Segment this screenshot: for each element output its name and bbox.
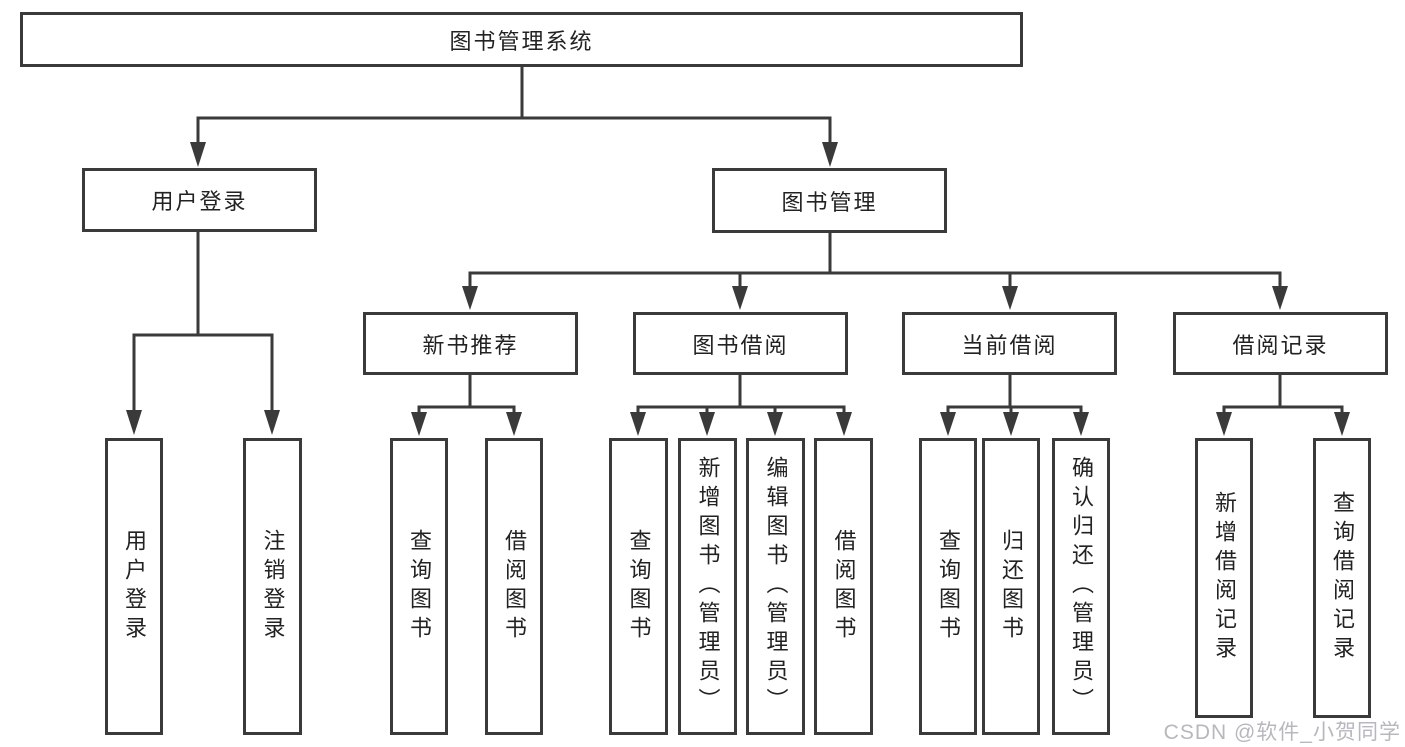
- node-current-borrow: 当前借阅: [902, 312, 1117, 375]
- node-borrow-records: 借阅记录: [1173, 312, 1388, 375]
- leaf-add-book-admin: 新增图书（管理员）: [678, 438, 737, 735]
- node-user-login-branch: 用户登录: [82, 168, 317, 232]
- leaf-return-book: 归还图书: [982, 438, 1040, 735]
- leaf-logout: 注销登录: [243, 438, 302, 735]
- node-book-management-branch: 图书管理: [712, 168, 947, 233]
- leaf-confirm-return-admin: 确认归还（管理员）: [1052, 438, 1110, 735]
- leaf-search-book-recommend: 查询图书: [390, 438, 448, 735]
- leaf-query-borrow-record: 查询借阅记录: [1313, 438, 1371, 718]
- leaf-user-login: 用户登录: [105, 438, 163, 735]
- node-new-book-recommend: 新书推荐: [363, 312, 578, 375]
- leaf-borrow-book: 借阅图书: [814, 438, 873, 735]
- leaf-edit-book-admin: 编辑图书（管理员）: [746, 438, 805, 735]
- leaf-add-borrow-record: 新增借阅记录: [1195, 438, 1253, 718]
- leaf-search-book-borrow: 查询图书: [609, 438, 668, 735]
- node-root-library-system: 图书管理系统: [20, 12, 1023, 67]
- node-book-borrow: 图书借阅: [633, 312, 848, 375]
- leaf-search-book-current: 查询图书: [919, 438, 977, 735]
- leaf-borrow-book-recommend: 借阅图书: [485, 438, 543, 735]
- csdn-watermark: CSDN @软件_小贺同学: [1163, 721, 1401, 744]
